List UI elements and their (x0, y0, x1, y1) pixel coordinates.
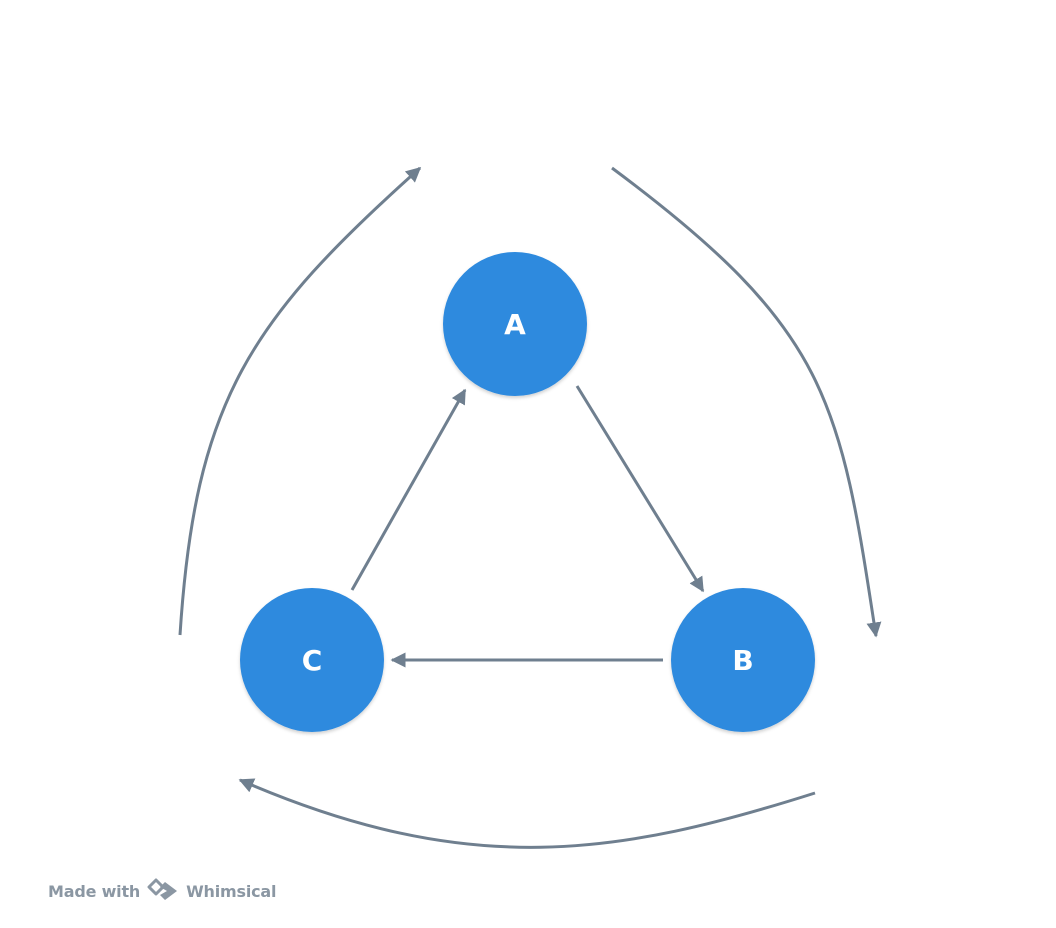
outer-arc-left-up (178, 166, 422, 636)
node-c[interactable]: C (240, 588, 384, 732)
node-a[interactable]: A (443, 252, 587, 396)
brand-name: Whimsical (186, 881, 277, 901)
made-with-whimsical-badge[interactable]: Made with Whimsical (48, 878, 276, 904)
outer-arc-bottom-left (238, 778, 816, 849)
node-b-label: B (732, 644, 753, 677)
whimsical-logo-icon (146, 878, 180, 904)
node-b[interactable]: B (671, 588, 815, 732)
edge-c-to-a (350, 388, 467, 591)
node-a-label: A (504, 308, 526, 341)
made-with-text: Made with (48, 881, 141, 901)
node-c-label: C (302, 644, 323, 677)
edge-a-to-b (575, 385, 705, 593)
outer-arc-right-down (611, 166, 882, 638)
